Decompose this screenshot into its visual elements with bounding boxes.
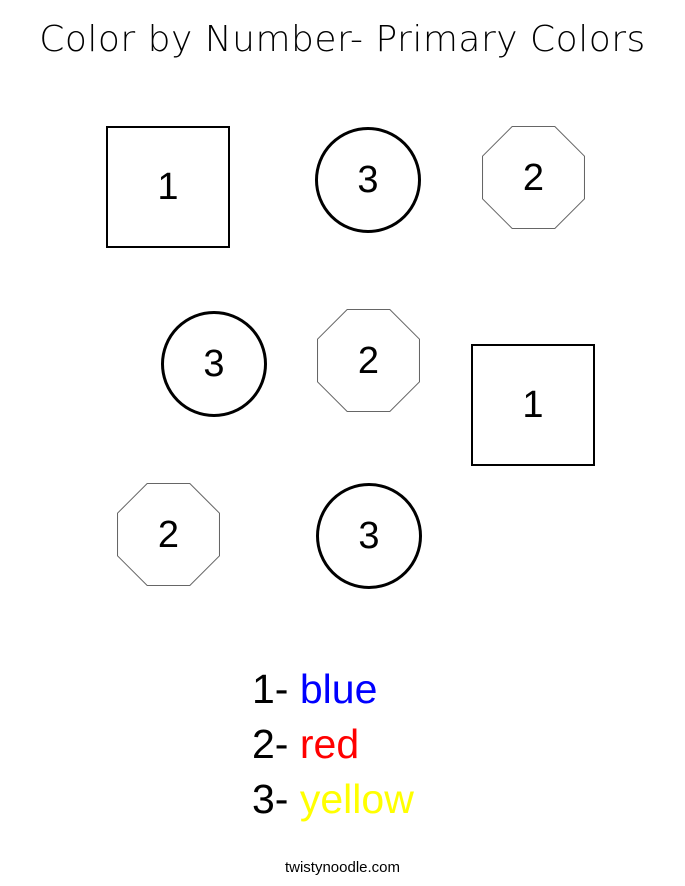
octagon-outline xyxy=(317,309,420,412)
shape-number: 3 xyxy=(357,159,379,201)
octagon-outline xyxy=(117,483,220,586)
legend-row-2: 2- red xyxy=(252,717,414,772)
shape-octagon: 2 xyxy=(117,483,220,586)
color-legend: 1- blue 2- red 3- yellow xyxy=(252,662,414,827)
legend-color-name: red xyxy=(299,721,360,767)
shape-number: 2 xyxy=(522,156,545,199)
legend-color-name: yellow xyxy=(299,776,414,822)
shape-circle: 3 xyxy=(315,127,421,233)
shape-number: 2 xyxy=(157,513,180,556)
shape-square: 1 xyxy=(471,344,595,466)
shape-octagon: 2 xyxy=(317,309,420,412)
legend-row-1: 1- blue xyxy=(252,662,414,717)
shape-number: 1 xyxy=(522,384,544,426)
legend-key: 1- xyxy=(252,666,289,712)
legend-color-name: blue xyxy=(299,666,378,712)
shape-number: 3 xyxy=(358,515,380,557)
legend-key: 3- xyxy=(252,776,289,822)
octagon-outline xyxy=(482,126,585,229)
page-title: Color by Number- Primary Colors xyxy=(39,19,646,60)
site-credit: twistynoodle.com xyxy=(284,859,401,876)
shape-circle: 3 xyxy=(316,483,422,589)
shape-number: 2 xyxy=(357,339,380,382)
legend-key: 2- xyxy=(252,721,289,767)
shape-circle: 3 xyxy=(161,311,267,417)
shape-square: 1 xyxy=(106,126,230,248)
shape-number: 3 xyxy=(203,343,225,385)
shape-number: 1 xyxy=(157,166,179,208)
shape-octagon: 2 xyxy=(482,126,585,229)
legend-row-3: 3- yellow xyxy=(252,772,414,827)
